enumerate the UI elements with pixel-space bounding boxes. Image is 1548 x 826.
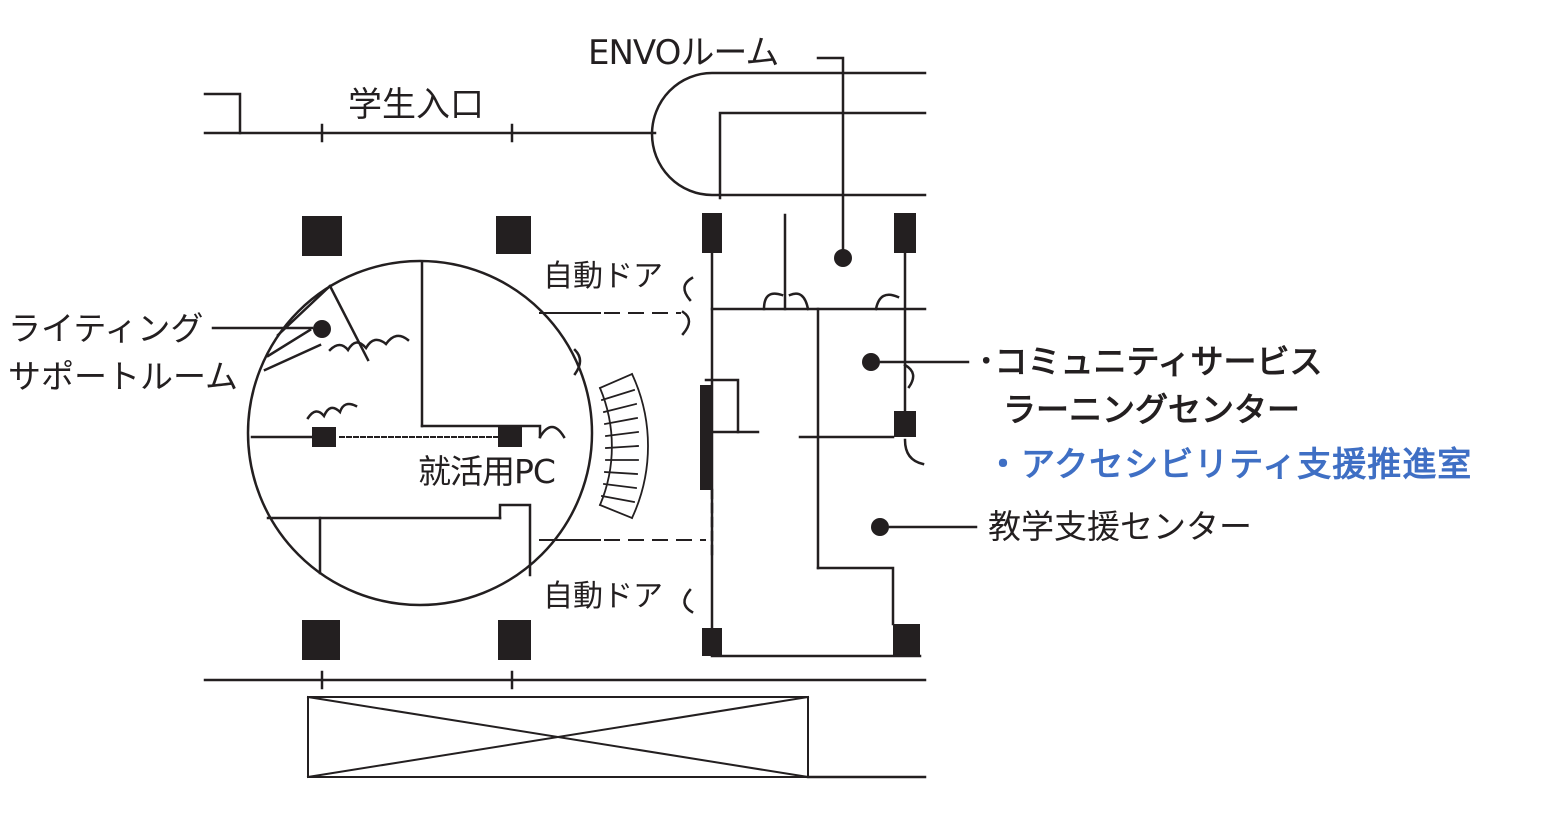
community-service-label-line2: ラーニングセンター <box>1003 390 1300 429</box>
community-service-label-line1: ･コミュニティサービス <box>978 342 1323 381</box>
auto-door-lines <box>539 312 706 541</box>
envo-room-outline <box>650 71 927 200</box>
leader-lines <box>211 320 978 536</box>
envo-room-dot <box>834 249 852 267</box>
writing-support-label-line1: ライティング <box>8 309 204 348</box>
auto-door-top-label: 自動ドア <box>543 259 663 294</box>
entrance-corridor <box>203 92 657 143</box>
auto-door-bottom-label: 自動ドア <box>543 579 663 614</box>
staircase <box>598 372 649 520</box>
envo-leader <box>816 56 852 267</box>
teaching-support-dot <box>871 518 889 536</box>
pillars <box>302 213 920 660</box>
student-entrance-label: 学生入口 <box>348 85 484 125</box>
writing-support-label-line2: サポートルーム <box>8 357 239 396</box>
teaching-support-center-label: 教学支援センター <box>988 507 1252 546</box>
bottom-corridor <box>203 670 927 779</box>
right-rooms <box>681 213 927 658</box>
job-hunting-pc-label: 就活用PC <box>418 452 556 491</box>
writing-support-dot <box>313 320 331 338</box>
community-service-dot <box>862 353 880 371</box>
envo-room-label: ENVOルーム <box>588 33 779 73</box>
accessibility-office-label: ・アクセシビリティ支援推進室 <box>986 445 1473 485</box>
circular-room <box>246 259 594 607</box>
